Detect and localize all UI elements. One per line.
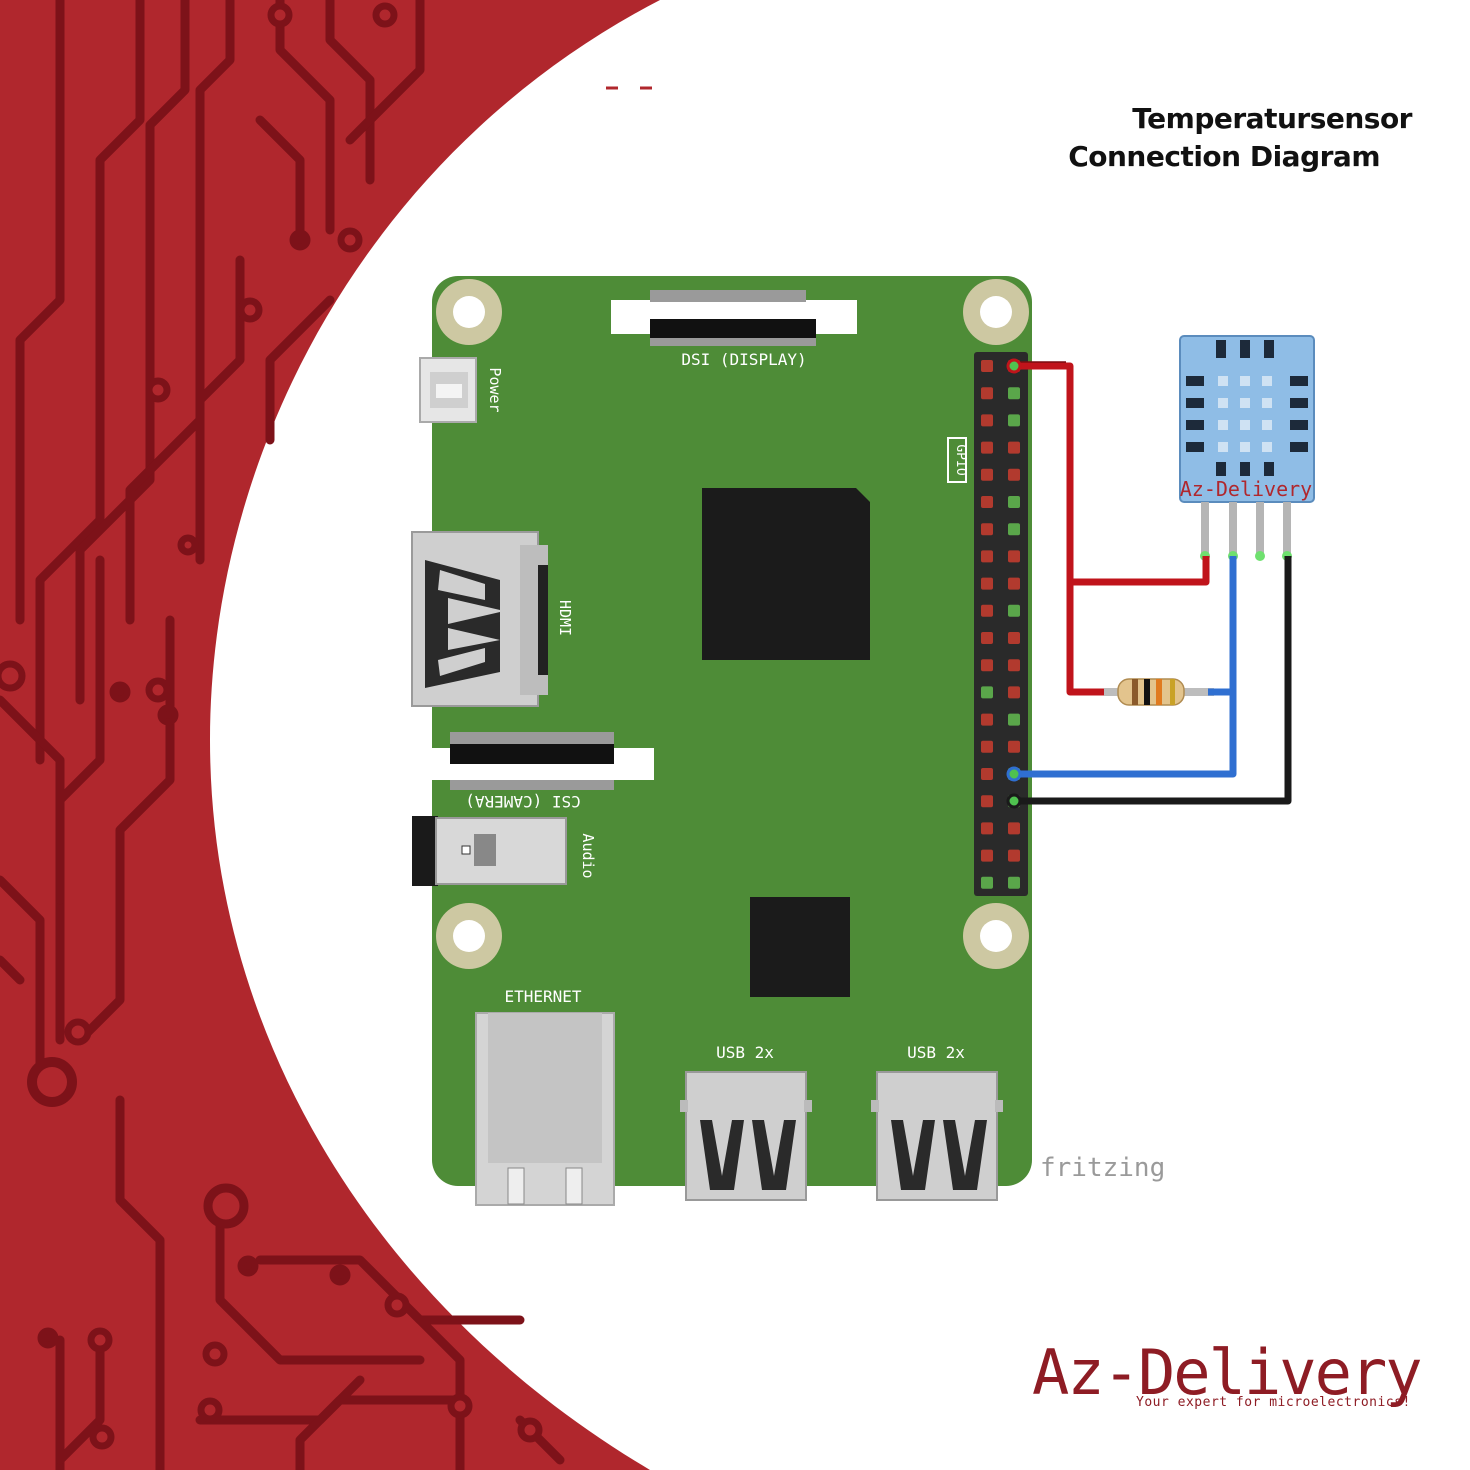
gpio-pin (1008, 387, 1020, 400)
dht11-sensor: Az-Delivery (1179, 335, 1315, 561)
gpio-pin (981, 686, 993, 699)
gpio-pin (981, 659, 993, 672)
wire-vcc (1014, 362, 1210, 696)
usb-controller-chip (750, 897, 850, 997)
title-line-2: Connection Diagram (1068, 140, 1380, 173)
gpio-pin (981, 360, 993, 372)
pcb (432, 276, 1032, 1186)
gpio-pin (981, 849, 993, 862)
gpio-pin (1008, 550, 1020, 563)
gpio-pin (1008, 577, 1020, 590)
usb-port-1 (680, 1071, 812, 1201)
brand-tagline: Your expert for microelectronics! (1136, 1395, 1411, 1410)
gpio-pin (981, 740, 993, 753)
audio-jack (412, 816, 567, 886)
gpio-pin (981, 550, 993, 563)
pullup-resistor (1104, 678, 1214, 706)
gpio-pin (981, 496, 993, 508)
gpio-pin (981, 468, 993, 481)
csi-label: CSI (CAMERA) (465, 792, 581, 811)
gpio-pin (1008, 659, 1020, 672)
gpio-pin (981, 768, 993, 780)
wire-data (1014, 556, 1237, 778)
power-label: Power (486, 367, 504, 412)
usb1-label: USB 2x (716, 1043, 774, 1062)
circuit-pads-decoration (0, 2, 543, 1450)
gpio-pin (981, 523, 993, 536)
gpio-pin (1008, 604, 1020, 617)
gpio-pin (981, 822, 993, 835)
gpio-pin (1008, 876, 1020, 889)
gpio-header (974, 352, 1028, 896)
hdmi-label: HDMI (556, 600, 574, 636)
gpio-pin (1008, 686, 1020, 699)
gpio-pin (981, 441, 993, 454)
usb2-label: USB 2x (907, 1043, 965, 1062)
csi-connector (432, 732, 654, 790)
mounting-holes (436, 279, 1029, 969)
gpio-pin (1008, 849, 1020, 862)
wire-endpoints (1006, 358, 1022, 809)
brand-logo: Az-Delivery Your expert for microelectro… (1032, 1336, 1423, 1418)
gpio-pin (1008, 740, 1020, 753)
gpio-pin (1008, 414, 1020, 427)
power-connector (419, 357, 477, 423)
dsi-connector (611, 290, 857, 346)
gpio-pin (1008, 441, 1020, 454)
audio-label: Audio (579, 833, 597, 878)
ethernet-label: ETHERNET (504, 987, 581, 1006)
gpio-pin (1008, 496, 1020, 508)
gpio-pin (981, 795, 993, 808)
raspberry-pi-board: DSI (DISPLAY) Power GPIO HDMI (411, 276, 1032, 1206)
gpio-pin (1008, 822, 1020, 835)
gpio-label: GPIO (953, 444, 968, 475)
gpio-pin (1008, 468, 1020, 481)
title-line-1: Temperatursensor (1132, 102, 1412, 135)
gpio-pin (1008, 632, 1020, 644)
circuit-traces-decoration (0, 0, 565, 1470)
gpio-pin (981, 713, 993, 726)
gpio-label-box (947, 437, 967, 483)
ethernet-port (475, 1012, 615, 1206)
gpio-pin (1008, 523, 1020, 536)
dsi-label: DSI (DISPLAY) (681, 350, 806, 369)
gpio-pin (981, 577, 993, 590)
gpio-pin (981, 604, 993, 617)
sensor-label: Az-Delivery (1180, 477, 1312, 501)
gpio-pins (981, 360, 1020, 889)
soc-chip (702, 488, 870, 660)
red-background (0, 0, 660, 1470)
usb-port-2 (871, 1071, 1003, 1201)
gpio-pin (981, 387, 993, 400)
gpio-pin (981, 632, 993, 644)
gpio-pin (981, 414, 993, 427)
wire-gnd (1014, 556, 1292, 805)
hdmi-connector (411, 531, 548, 707)
diagram-title: Temperatursensor Connection Diagram (1068, 100, 1412, 176)
fritzing-watermark: fritzing (1040, 1153, 1165, 1183)
gpio-pin (981, 876, 993, 889)
brand-name: Az-Delivery (1032, 1336, 1423, 1409)
gpio-pin (1008, 713, 1020, 726)
